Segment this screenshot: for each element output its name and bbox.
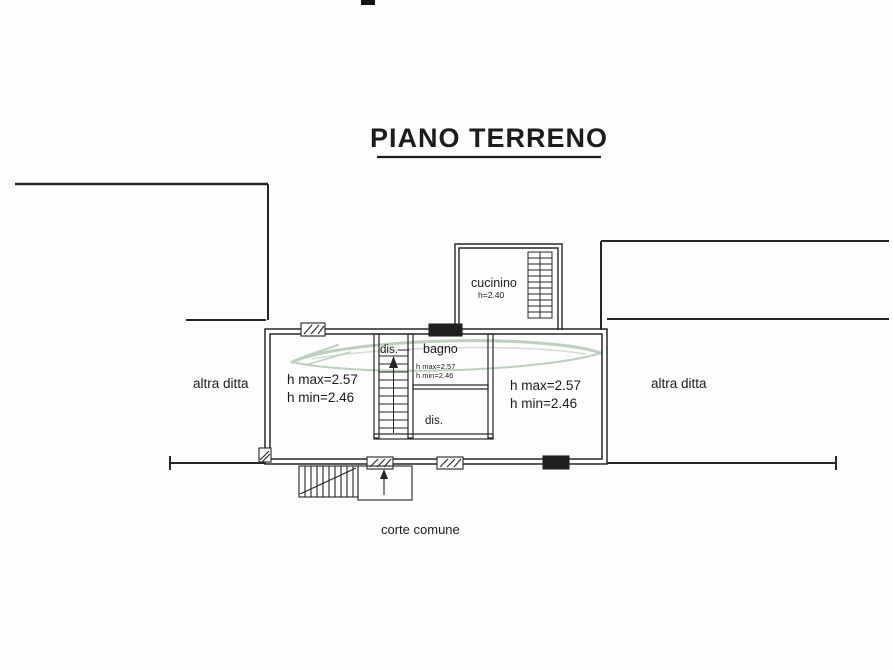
label-altra-ditta-right: altra ditta bbox=[651, 376, 707, 391]
cucinino-staircase bbox=[527, 251, 553, 319]
cucinino-walls bbox=[454, 243, 563, 330]
label-altra-ditta-left: altra ditta bbox=[193, 376, 249, 391]
window-bottom-2 bbox=[436, 456, 464, 470]
stair-arrow-head bbox=[389, 356, 398, 368]
label-bagno: bagno bbox=[423, 342, 458, 356]
boundary-lines bbox=[15, 182, 889, 470]
exterior-stair bbox=[298, 465, 413, 501]
internal-staircase bbox=[379, 355, 408, 433]
plan-title: PIANO TERRENO bbox=[370, 123, 608, 153]
internal-walls bbox=[373, 333, 494, 440]
label-dis-bottom: dis. bbox=[425, 415, 443, 427]
label-cucinino: cucinino bbox=[471, 276, 517, 290]
watermark-logo bbox=[290, 339, 603, 372]
label-bagno-hmax: h max=2.57 bbox=[416, 362, 455, 371]
label-cucinino-height: h=2.40 bbox=[478, 290, 505, 300]
scan-artifact bbox=[361, 0, 375, 5]
window-top-dark bbox=[428, 323, 463, 337]
label-corte-comune: corte comune bbox=[381, 522, 460, 537]
label-room-right-hmin: h min=2.46 bbox=[510, 396, 577, 411]
entry-arrow-head bbox=[380, 469, 388, 479]
window-bottom-1 bbox=[366, 456, 394, 470]
window-left-wall bbox=[258, 447, 272, 463]
window-bottom-dark bbox=[542, 455, 570, 470]
label-dis-top: dis.— bbox=[380, 344, 410, 356]
exterior-landing bbox=[357, 465, 413, 501]
label-room-right-hmax: h max=2.57 bbox=[510, 378, 581, 393]
label-room-left-hmin: h min=2.46 bbox=[287, 390, 354, 405]
window-top-left bbox=[300, 322, 326, 337]
label-bagno-hmin: h min=2.46 bbox=[416, 371, 453, 380]
label-room-left-hmax: h max=2.57 bbox=[287, 372, 358, 387]
